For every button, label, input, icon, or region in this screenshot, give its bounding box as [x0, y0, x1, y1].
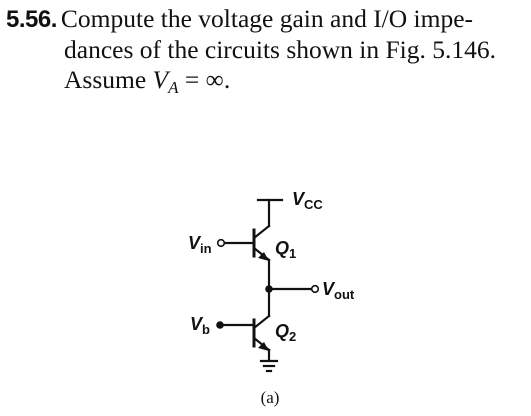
vb-terminal — [216, 321, 224, 329]
q1-collector — [252, 224, 271, 240]
output-node-dot — [265, 285, 273, 293]
problem-statement: 5.56.Compute the voltage gain and I/O im… — [6, 4, 526, 103]
q2-emitter-arrow — [258, 342, 269, 351]
va-symbol: V — [152, 65, 169, 94]
vout-label: Vout — [322, 279, 355, 302]
infinity-text: = ∞. — [178, 65, 231, 94]
q1-label: Q1 — [275, 238, 296, 261]
problem-line-1: 5.56.Compute the voltage gain and I/O im… — [6, 4, 526, 35]
assume-text: Assume — [64, 65, 153, 94]
vin-terminal — [216, 238, 226, 248]
q2-collector — [252, 314, 271, 330]
q2-label: Q2 — [275, 321, 296, 344]
vin-label: Vin — [188, 233, 212, 256]
q1-emitter-arrow — [258, 252, 269, 261]
vcc-label: VCC — [292, 189, 323, 212]
problem-line-2: dances of the circuits shown in Fig. 5.1… — [64, 35, 497, 64]
vout-terminal — [310, 284, 320, 294]
vb-label: Vb — [190, 314, 210, 337]
va-subscript: A — [168, 78, 179, 97]
problem-line-3: Assume VA = ∞. — [6, 65, 526, 103]
problem-number: 5.56. — [6, 6, 57, 33]
problem-text-1: Compute the voltage gain and I/O impe- — [60, 4, 474, 33]
figure-caption: (a) — [261, 388, 280, 407]
